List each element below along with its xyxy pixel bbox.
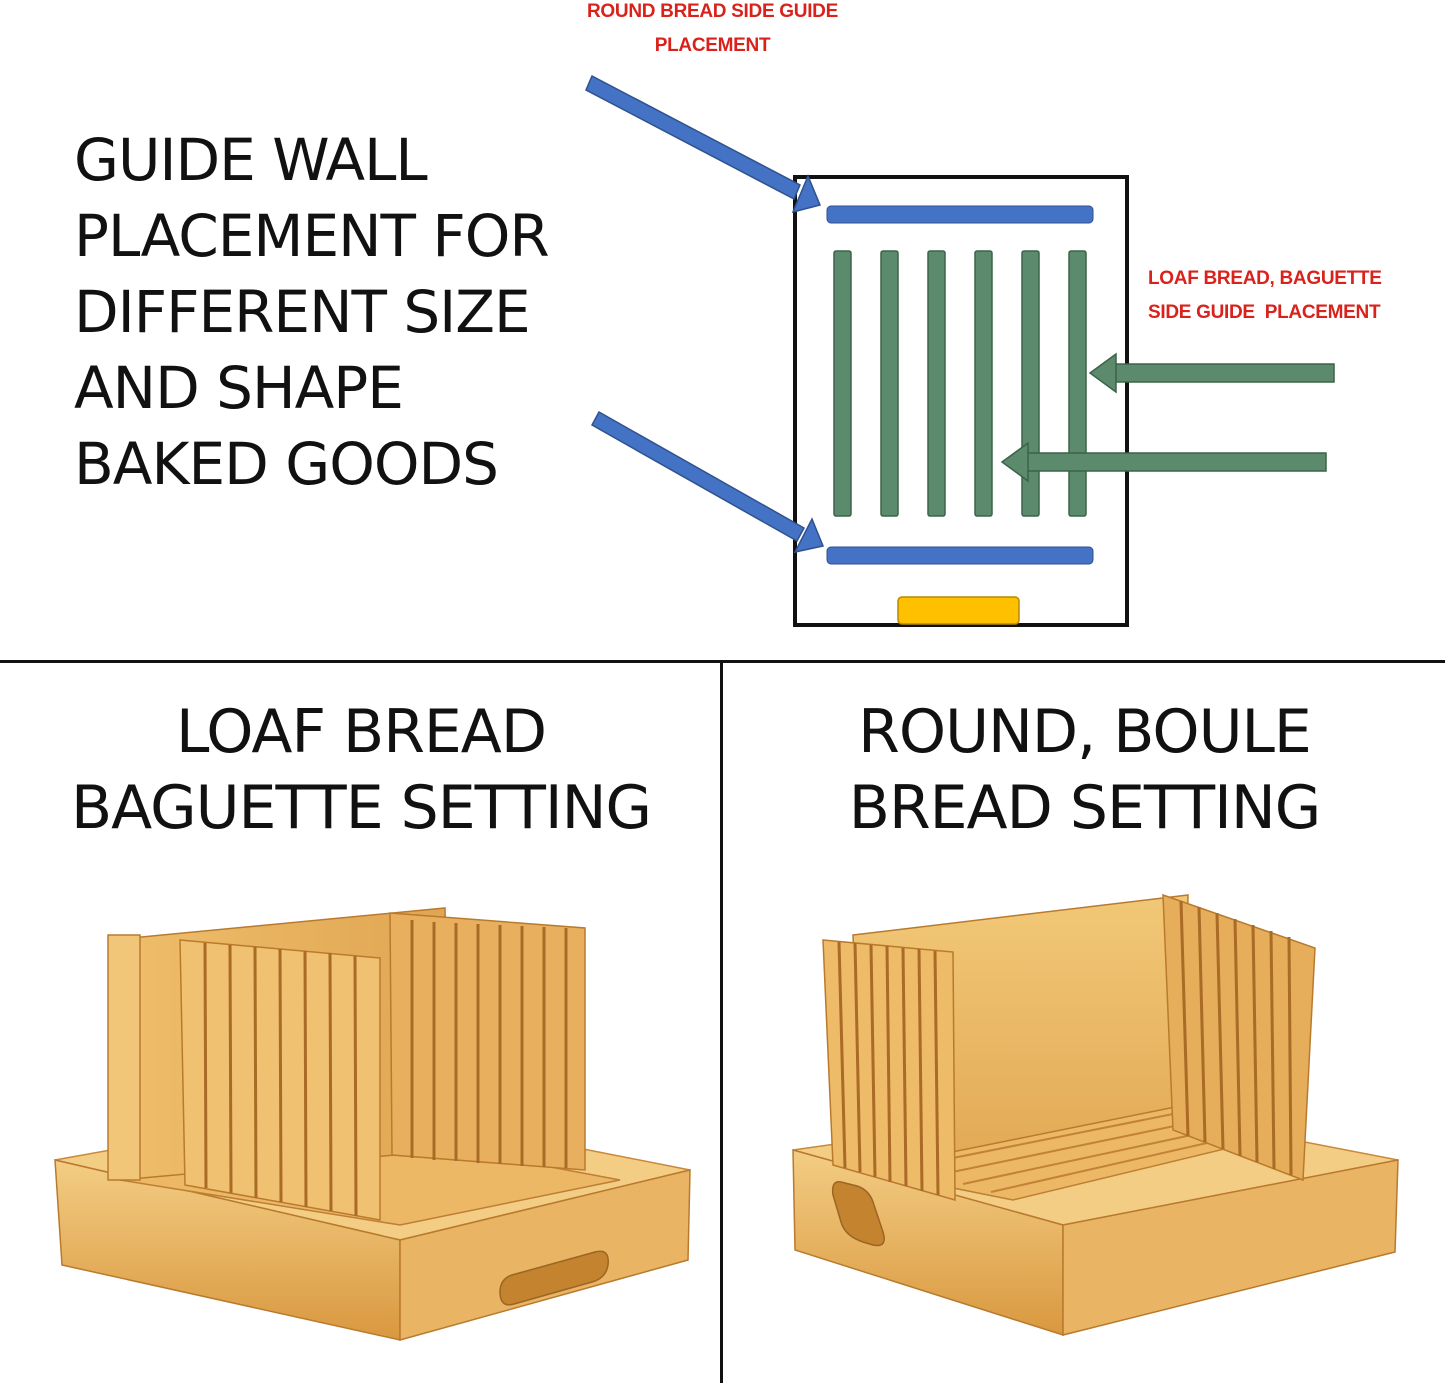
round-setting-title-line-2: BREAD SETTING: [848, 773, 1321, 843]
round-setting-title: ROUND, BOULE BREAD SETTING: [724, 694, 1445, 846]
round-guide-bar-bottom: [826, 546, 1094, 565]
main-heading-line-5: BAKED GOODS: [74, 430, 499, 498]
right-slotted-guide: [389, 912, 586, 1171]
round-guide-bar-top: [826, 205, 1094, 224]
round-guide-note-line-2: PLACEMENT: [654, 35, 771, 56]
loaf-guide-note: LOAF BREAD, BAGUETTE SIDE GUIDE PLACEMEN…: [1148, 262, 1382, 330]
loaf-guide-arrow-lower: [1000, 441, 1327, 483]
loaf-setting-title-line-2: BAGUETTE SETTING: [70, 773, 652, 843]
main-heading: GUIDE WALL PLACEMENT FOR DIFFERENT SIZE …: [74, 122, 550, 502]
left-end-post: [107, 934, 141, 1181]
loaf-guide-slat-1: [833, 250, 852, 517]
round-guide-arrow-bottom: [590, 410, 825, 554]
round-guide-note-line-1: ROUND BREAD SIDE GUIDE: [587, 1, 838, 22]
loaf-guide-slat-3: [927, 250, 946, 517]
round-guide-arrow-top: [585, 74, 822, 214]
tray-front-right: [399, 1169, 691, 1341]
tray-handle-cutout: [831, 1181, 885, 1247]
loaf-setting-title: LOAF BREAD BAGUETTE SETTING: [0, 694, 722, 846]
loaf-setting-slicer-image: [54, 907, 691, 1341]
loaf-setting-title-line-1: LOAF BREAD: [175, 697, 547, 767]
tray-handle-cutout: [499, 1250, 609, 1306]
loaf-guide-arrow-upper: [1088, 352, 1335, 394]
loaf-guide-slat-4: [974, 250, 993, 517]
section-divider-horizontal: [0, 660, 1445, 663]
loaf-guide-slat-6: [1068, 250, 1087, 517]
main-heading-line-3: DIFFERENT SIZE: [74, 278, 531, 346]
slicer-outline: [793, 175, 1129, 627]
loaf-guide-slats: [833, 250, 1087, 517]
crumb-tray-handle: [897, 596, 1020, 625]
right-slotted-guide: [1162, 893, 1316, 1182]
section-divider-vertical: [720, 662, 723, 1383]
round-guide-note: ROUND BREAD SIDE GUIDE PLACEMENT: [540, 0, 885, 63]
loaf-guide-slat-2: [880, 250, 899, 517]
main-heading-line-2: PLACEMENT FOR: [74, 202, 550, 270]
main-heading-line-4: AND SHAPE: [74, 354, 404, 422]
main-heading-line-1: GUIDE WALL: [74, 126, 428, 194]
left-slotted-guide: [179, 939, 381, 1221]
round-setting-title-line-1: ROUND, BOULE: [858, 697, 1312, 767]
tray-front-right: [1062, 1159, 1399, 1336]
guide-placement-diagram: [585, 74, 1335, 627]
loaf-guide-note-line-1: LOAF BREAD, BAGUETTE: [1148, 268, 1382, 289]
round-setting-slicer-image: [792, 893, 1399, 1337]
left-slotted-guide: [822, 939, 956, 1201]
loaf-guide-note-line-2: SIDE GUIDE PLACEMENT: [1148, 302, 1381, 323]
